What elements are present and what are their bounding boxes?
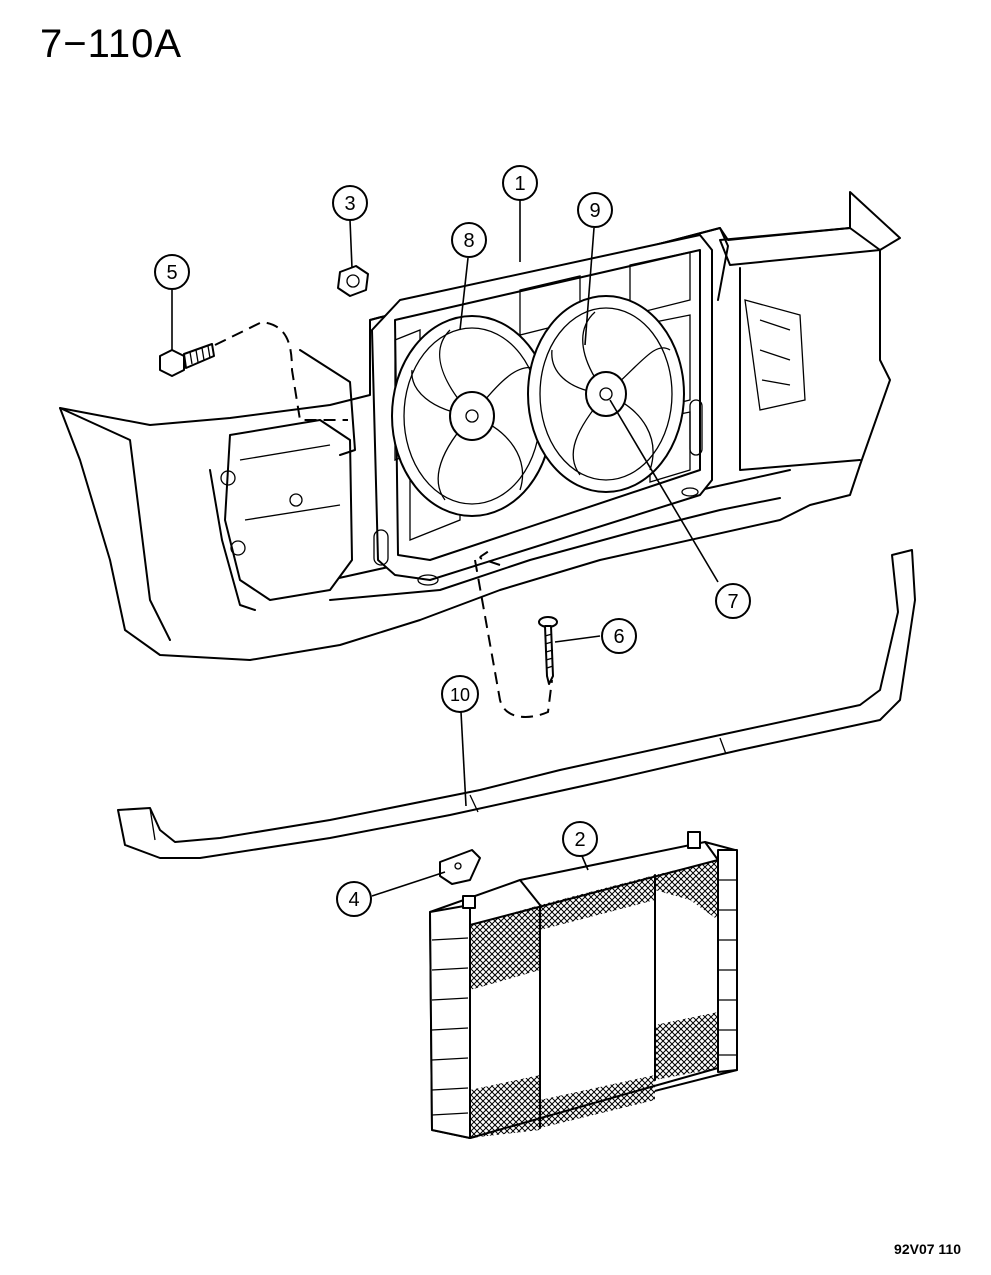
callout-7-label: 7 (727, 591, 738, 613)
screw-path-dashed (474, 547, 553, 718)
callout-6-label: 6 (613, 626, 624, 648)
callout-3-label: 3 (344, 193, 355, 215)
hex-bolt (159, 343, 215, 377)
callout-4: 4 (336, 881, 372, 917)
page-title: 7−110A (40, 22, 183, 66)
fan-shroud-assembly (59, 191, 901, 661)
screw (538, 616, 558, 685)
callout-2: 2 (562, 821, 598, 857)
radiator-bracket (439, 849, 481, 885)
callout-1-label: 1 (514, 173, 525, 195)
callout-2-label: 2 (574, 829, 585, 851)
callout-7: 7 (715, 583, 751, 619)
hex-nut (337, 265, 369, 297)
callout-6: 6 (601, 618, 637, 654)
callout-5-label: 5 (166, 262, 177, 284)
callout-5: 5 (154, 254, 190, 290)
air-seal (117, 549, 916, 859)
callout-9-label: 9 (589, 200, 600, 222)
callout-3: 3 (332, 185, 368, 221)
fan-right (527, 295, 685, 493)
callout-8: 8 (451, 222, 487, 258)
bolt-path-dashed (214, 320, 348, 421)
callout-9: 9 (577, 192, 613, 228)
callout-10: 10 (441, 675, 479, 713)
callout-8-label: 8 (463, 230, 474, 252)
radiator (429, 831, 738, 1139)
fan-left (391, 315, 553, 517)
callout-4-label: 4 (348, 889, 359, 911)
callout-1: 1 (502, 165, 538, 201)
drawing-code: 92V07 110 (894, 1241, 961, 1257)
callout-10-label: 10 (450, 685, 470, 705)
